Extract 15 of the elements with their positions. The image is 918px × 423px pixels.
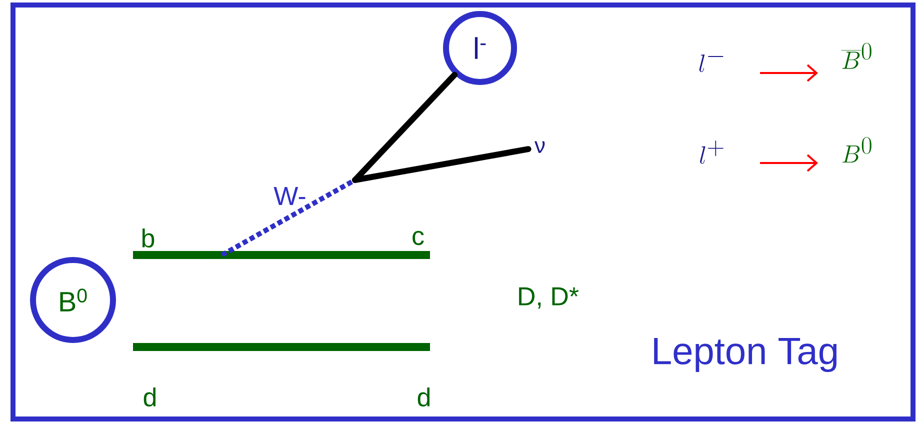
formula: $\overline{B}^{0}$ <box>841 42 872 69</box>
formula: $B^{0}$ <box>842 137 872 163</box>
quark-label: b <box>142 228 154 248</box>
quark-label: d <box>418 387 430 407</box>
caption-text: Lepton Tag <box>654 338 837 372</box>
lepton-line <box>352 146 532 183</box>
circle-node: B$^{0}$ <box>30 257 116 343</box>
particle-label: W- <box>274 187 306 205</box>
quark-label: c <box>412 230 424 246</box>
circle-node: l$^{-}$ <box>443 11 517 85</box>
formula: $l^{+}$ <box>700 140 724 164</box>
quark-label: d <box>144 387 156 407</box>
particle-label: ν <box>534 141 545 153</box>
formula: $l^{-}$ <box>699 54 724 72</box>
particle-label: D, D* <box>519 287 579 309</box>
